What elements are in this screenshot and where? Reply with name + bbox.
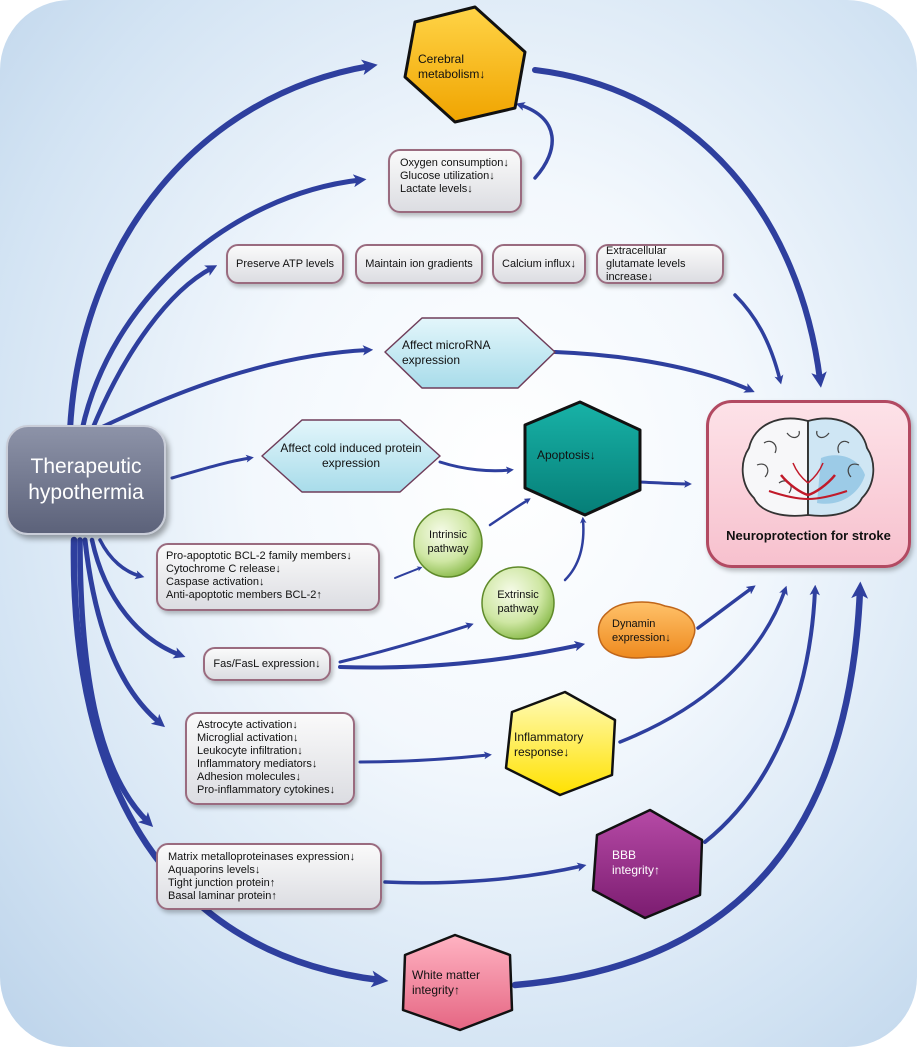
dynamin-label: Dynamin expression↓ (612, 618, 671, 644)
arrows-from-hypothermia (67, 59, 389, 988)
inflam-item: Leukocyte infiltration↓ (197, 745, 303, 757)
matrix-item: Basal laminar protein↑ (168, 890, 277, 902)
arrow-to-microrna (98, 345, 374, 430)
apoptosis-label: Apoptosis↓ (537, 448, 596, 462)
cerebral-metabolism-hexagon (403, 5, 527, 124)
arrow-to-cerebral-metabolism (67, 59, 378, 433)
arrow-cerebral-to-neuro (532, 67, 827, 388)
bcl-item: Pro-apoptotic BCL-2 family members↓ (166, 550, 352, 562)
cold-protein-diamond (261, 419, 441, 493)
fas-label: Fas/FasL expression↓ (213, 657, 321, 670)
ion-box: Maintain ion gradients (355, 244, 483, 284)
arrow-bbb-to-neuro (703, 584, 820, 844)
inflam-item: Astrocyte activation↓ (197, 719, 298, 731)
oxygen-box: Oxygen consumption↓ Glucose utilization↓… (388, 149, 522, 213)
white-matter-label: White matter integrity↑ (412, 968, 481, 997)
inflam-item: Microglial activation↓ (197, 732, 299, 744)
inflammation-box: Astrocyte activation↓ Microglial activat… (185, 712, 355, 805)
atp-label: Preserve ATP levels (235, 257, 335, 270)
arrow-to-cold-protein (170, 454, 254, 480)
neuroprotection-label: Neuroprotection for stroke (726, 528, 891, 543)
arrows-to-neuroprotection (511, 67, 869, 989)
fas-box: Fas/FasL expression↓ (203, 647, 331, 681)
cold-protein-label: Affect cold induced protein expression (280, 441, 422, 470)
arrow-inflam-to-response (358, 751, 492, 764)
inflam-item: Inflammatory mediators↓ (197, 758, 318, 770)
neuroprotection-box: Neuroprotection for stroke (706, 400, 911, 568)
calcium-label: Calcium influx↓ (502, 257, 576, 270)
intermediate-arrows (338, 102, 587, 885)
bcl-item: Anti-apoptotic members BCL-2↑ (166, 589, 322, 601)
atp-box: Preserve ATP levels (226, 244, 344, 284)
white-matter-hexagon (401, 933, 514, 1032)
extrinsic-pathway-circle (481, 566, 555, 640)
bbb-hexagon (591, 808, 704, 920)
inflammatory-hexagon (504, 690, 617, 797)
arrow-to-bcl-box (98, 538, 145, 580)
glutamate-box: Extracellular glutamate levels increase↓ (596, 244, 724, 284)
matrix-item: Aquaporins levels↓ (168, 864, 261, 876)
arrow-to-inflam-box (82, 537, 166, 728)
arrow-dynamin-to-neuro (696, 585, 756, 630)
arrow-intrinsic-to-apoptosis (488, 498, 531, 527)
dynamin-blob (597, 601, 696, 659)
arrow-fas-to-dynamin (338, 641, 586, 670)
arrow-microrna-to-neuro (553, 350, 755, 393)
arrow-extrinsic-to-apoptosis (563, 516, 587, 582)
extrinsic-pathway-label: Extrinsic pathway (497, 589, 539, 615)
bcl-item: Caspase activation↓ (166, 576, 265, 588)
brain-icon (741, 417, 875, 517)
bcl-item: Cytochrome C release↓ (166, 563, 281, 575)
arrow-to-matrix-box (77, 537, 154, 828)
arrow-white-matter-to-neuro (511, 581, 869, 989)
matrix-item: Matrix metalloproteinases expression↓ (168, 851, 356, 863)
arrow-matrix-to-bbb (383, 862, 587, 885)
arrow-to-oxygen-box (79, 174, 367, 433)
apoptosis-hexagon (523, 400, 642, 517)
inflam-item: Adhesion molecules↓ (197, 771, 301, 783)
matrix-item: Tight junction protein↑ (168, 877, 276, 889)
bcl-box: Pro-apoptotic BCL-2 family members↓ Cyto… (156, 543, 380, 611)
arrow-to-atp-row (89, 265, 218, 433)
arrow-atp-row-to-neuro (733, 293, 784, 385)
arrow-oxygen-to-cerebral (515, 102, 554, 180)
intrinsic-pathway-circle (413, 508, 483, 578)
therapeutic-hypothermia-label: Therapeutic hypothermia (28, 455, 144, 504)
microrna-diamond (384, 317, 556, 389)
arrow-to-fas (89, 537, 186, 659)
arrow-fas-to-extrinsic (338, 622, 474, 664)
oxygen-item: Glucose utilization↓ (400, 170, 495, 182)
ion-label: Maintain ion gradients (365, 257, 473, 270)
arrow-inflammatory-to-neuro (618, 585, 788, 744)
arrow-bcl-to-intrinsic (394, 566, 423, 579)
arrow-apoptosis-to-neuro (638, 480, 692, 488)
arrow-cold-to-apoptosis (438, 460, 514, 475)
oxygen-item: Lactate levels↓ (400, 183, 473, 195)
bbb-label: BBB integrity↑ (612, 848, 661, 877)
inflam-item: Pro-inflammatory cytokines↓ (197, 784, 336, 796)
cerebral-metabolism-label: Cerebral metabolism↓ (418, 52, 486, 81)
inflammatory-response-label: Inflammatory response↓ (514, 730, 584, 759)
therapeutic-hypothermia-box: Therapeutic hypothermia (6, 425, 166, 535)
glutamate-label: Extracellular glutamate levels increase↓ (606, 244, 686, 283)
microrna-label: Affect microRNA expression (402, 338, 490, 367)
intrinsic-pathway-label: Intrinsic pathway (427, 529, 469, 555)
arrow-to-white-matter (70, 536, 389, 988)
calcium-box: Calcium influx↓ (492, 244, 586, 284)
oxygen-item: Oxygen consumption↓ (400, 157, 509, 169)
matrix-box: Matrix metalloproteinases expression↓ Aq… (156, 843, 382, 910)
